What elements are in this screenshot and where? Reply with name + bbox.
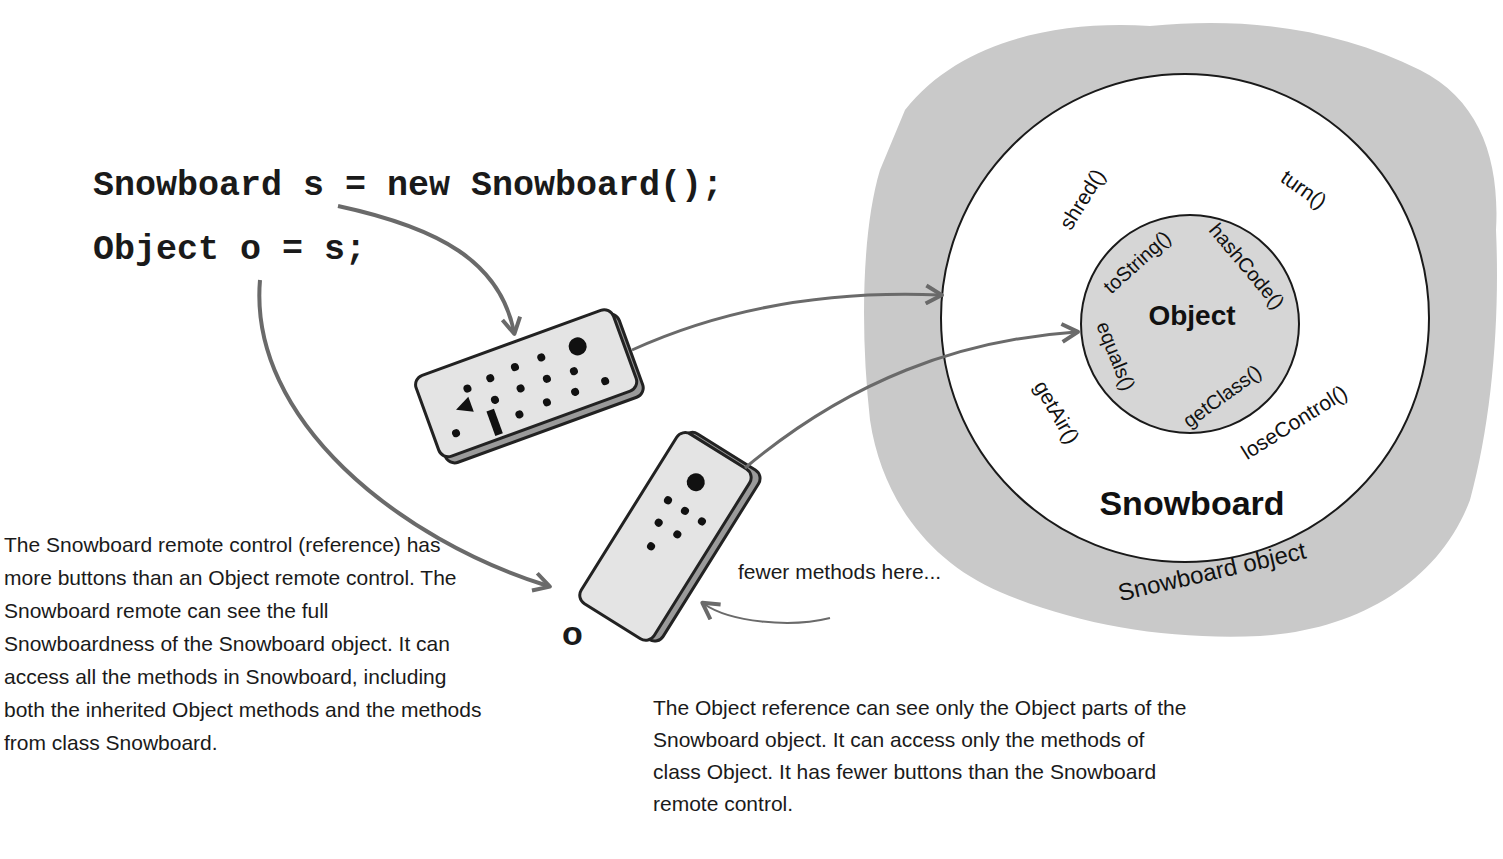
leader-arrow — [704, 604, 830, 623]
class-circle: Snowboardshred()turn()getAir()loseContro… — [940, 73, 1430, 563]
remote-wire — [745, 332, 1076, 468]
reference-arrow — [259, 280, 548, 586]
reference-name: o — [562, 614, 583, 653]
class-name: Snowboard — [1099, 485, 1284, 522]
object-blob: Snowboard objectSnowboardshred()turn()ge… — [858, 15, 1503, 645]
method-name: hashCode() — [1205, 219, 1289, 313]
object-remote — [576, 425, 764, 648]
method-name: getAir() — [1030, 376, 1084, 447]
class-circle: Object toString() hashCode() equals() getCla… — [1080, 214, 1300, 434]
method-name: equals() — [1092, 318, 1139, 393]
code-line: Snowboard s = new Snowboard(); — [93, 166, 723, 206]
reference-arrow — [338, 206, 514, 332]
method-name: turn() — [1277, 165, 1331, 213]
note-text: The Object reference can see only the Ob… — [653, 692, 1198, 820]
class-name: Object — [1148, 301, 1235, 332]
note-text: The Snowboard remote control (reference)… — [4, 528, 482, 759]
method-name: getClass() — [1179, 360, 1266, 431]
remote-wire — [632, 294, 940, 350]
code-line: Object o = s; — [93, 230, 366, 270]
method-name: shred() — [1055, 165, 1110, 234]
callout-text: fewer methods here... — [738, 560, 941, 584]
snowboard-remote — [413, 306, 646, 468]
method-name: toString() — [1099, 226, 1175, 297]
